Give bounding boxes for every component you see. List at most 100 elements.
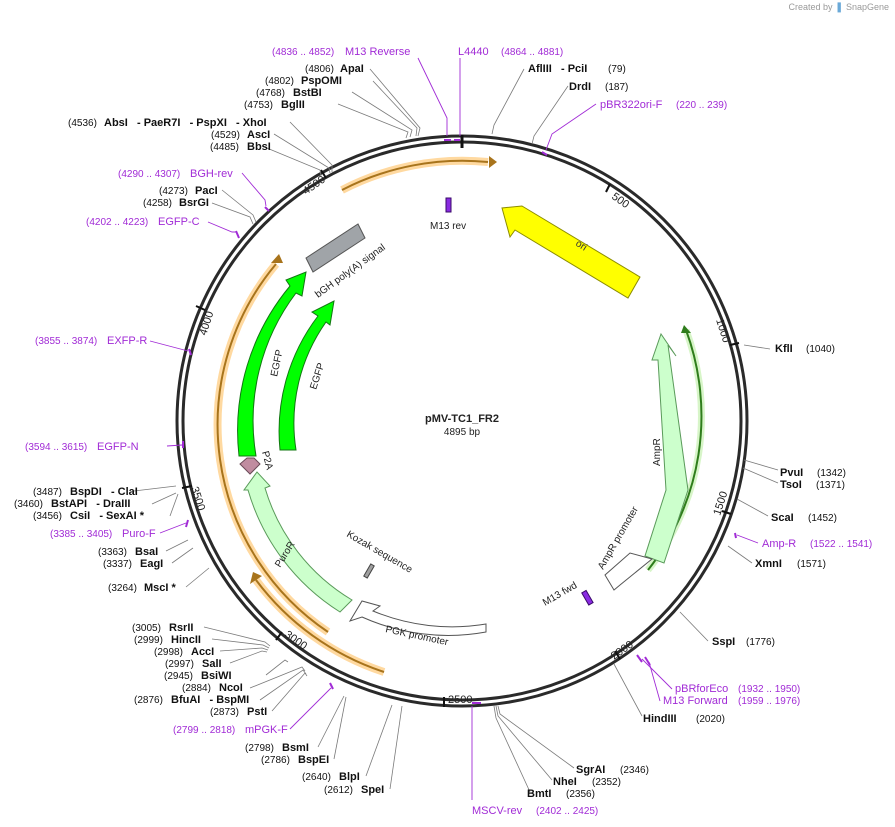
p2a-label: P2A — [259, 450, 275, 471]
site-pos: (2640) — [302, 772, 331, 783]
site-pos: (3456) — [33, 511, 62, 522]
primer-pbrforeco: pBRforEco (1932 .. 1950) — [675, 683, 800, 695]
site-csii-group: (3456) CsiI - SexAI * — [33, 510, 145, 522]
site-bbsi: (4485)BbsI — [210, 141, 271, 153]
egfp-c-mark — [235, 230, 240, 239]
bsai-leader — [165, 539, 189, 552]
puror-feature — [243, 471, 353, 613]
primer-mpgk-f: (2799 .. 2818) mPGK-F — [173, 724, 288, 736]
orf-left-inner-arrowhead — [271, 254, 283, 263]
site-name: CsiI - SexAI * — [70, 510, 145, 522]
site-apai: (4806)ApaI — [305, 63, 364, 75]
egfp-inner-feature — [278, 300, 335, 451]
site-bglii: (4753)BglII — [244, 99, 305, 111]
primer-pbr322ori-f: pBR322ori-F (220 .. 239) — [600, 99, 727, 111]
site-pos: (3460) — [14, 499, 43, 510]
site-name: SpeI — [361, 784, 384, 796]
site-name: BmtI — [527, 788, 551, 800]
primer-range: (4290 .. 4307) — [118, 169, 180, 180]
site-pos: (3363) — [98, 547, 127, 558]
exfp-r-leader — [149, 340, 189, 352]
paci-leader — [221, 189, 257, 223]
site-name: BsaI — [135, 546, 158, 558]
primer-name: EGFP-N — [97, 441, 139, 453]
site-name: RsrII — [169, 622, 193, 634]
primer-l4440: L4440 (4864 .. 4881) — [458, 46, 563, 58]
primer-range: (2402 .. 2425) — [536, 806, 598, 817]
bspdi-leader — [133, 485, 177, 492]
site-pos: (4485) — [210, 142, 239, 153]
site-name: BstAPI - DraIII — [51, 498, 130, 510]
bstapi-leader — [151, 492, 177, 505]
site-name: SgrAI — [576, 764, 605, 776]
primer-name: EGFP-C — [158, 216, 200, 228]
primer-name: M13 Forward — [663, 695, 728, 707]
bstbi-leader — [351, 91, 413, 138]
site-tsoi: TsoI(1371) — [780, 479, 845, 491]
kfli-leader — [743, 344, 771, 350]
site-pos: (2997) — [165, 659, 194, 670]
site-pos: (2884) — [182, 683, 211, 694]
primer-range: (1932 .. 1950) — [738, 684, 800, 695]
primer-puro-f: (3385 .. 3405) Puro-F — [50, 528, 156, 540]
site-pos: (4753) — [244, 100, 273, 111]
msci-leader — [185, 567, 210, 588]
site-pos: (2999) — [134, 635, 163, 646]
site-bfuai-group: (2876)BfuAI - BspMI — [134, 694, 249, 706]
site-name: KflI — [775, 343, 793, 355]
site-nhei: NheI(2352) — [553, 776, 621, 788]
site-pos: (3487) — [33, 487, 62, 498]
site-blpi: (2640) BlpI — [302, 771, 360, 783]
bmti-leader — [493, 705, 531, 793]
site-label-group: (4806)ApaI (4802)PspOMI (4768)BstBI (475… — [14, 63, 846, 800]
snapgene-credit: Created by ❚ SnapGene — [789, 2, 890, 13]
primer-range: (4836 .. 4852) — [272, 47, 334, 58]
primer-mscv-rev: MSCV-rev (2402 .. 2425) — [472, 805, 598, 817]
plasmid-length: 4895 bp — [444, 427, 481, 438]
site-pos: (1040) — [806, 344, 835, 355]
site-pos: (4802) — [265, 76, 294, 87]
site-bstapi-group: (3460) BstAPI - DraIII — [14, 498, 130, 510]
site-name: ApaI — [340, 63, 364, 75]
bgh-rev-leader — [241, 172, 267, 207]
primer-range: (4864 .. 4881) — [501, 47, 563, 58]
afliii-leader — [491, 68, 525, 135]
primer-name: BGH-rev — [190, 168, 233, 180]
primer-name: pBRforEco — [675, 683, 728, 695]
site-pos: (79) — [608, 64, 626, 75]
site-drdi: DrdI(187) — [569, 81, 628, 93]
primer-name: M13 Reverse — [345, 46, 410, 58]
tick-3500 — [181, 485, 193, 489]
m13fwd-feature — [581, 589, 594, 606]
tick-3000 — [275, 631, 283, 641]
orf-top-arrowhead — [489, 156, 497, 168]
ampr-promoter-feature — [604, 552, 654, 591]
site-pos: (2346) — [620, 765, 649, 776]
site-pos: (3005) — [132, 623, 161, 634]
site-name: AccI — [191, 646, 214, 658]
egfp-outer-label: EGFP — [269, 348, 285, 377]
m13rev-label: M13 rev — [430, 221, 466, 232]
site-name: AbsI - PaeR7I - PspXI - XhoI — [104, 117, 267, 129]
site-name: BlpI — [339, 771, 360, 783]
site-bsai: (3363) BsaI — [98, 546, 158, 558]
site-name: BsrGI — [179, 197, 209, 209]
amp-r-mark — [734, 532, 737, 539]
primer-name: Amp-R — [762, 538, 796, 550]
tick-label-2500: 2500 — [448, 694, 472, 706]
tick-4000 — [195, 305, 206, 311]
tick-label-500: 500 — [609, 191, 631, 211]
site-sali: (2997)SalI — [165, 658, 222, 670]
primer-range: (3385 .. 3405) — [50, 529, 112, 540]
hincii-leader — [211, 638, 270, 649]
site-pos: (2873) — [210, 707, 239, 718]
primer-range: (2799 .. 2818) — [173, 725, 235, 736]
asci-leader — [273, 133, 331, 174]
site-xmni: XmnI(1571) — [755, 558, 826, 570]
site-name: MscI * — [144, 582, 177, 594]
spei-leader — [389, 705, 403, 790]
site-pos: (2612) — [324, 785, 353, 796]
site-bsmi: (2798)BsmI — [245, 742, 309, 754]
site-bstbi: (4768)BstBI — [256, 87, 322, 99]
p2a-feature — [239, 457, 261, 475]
